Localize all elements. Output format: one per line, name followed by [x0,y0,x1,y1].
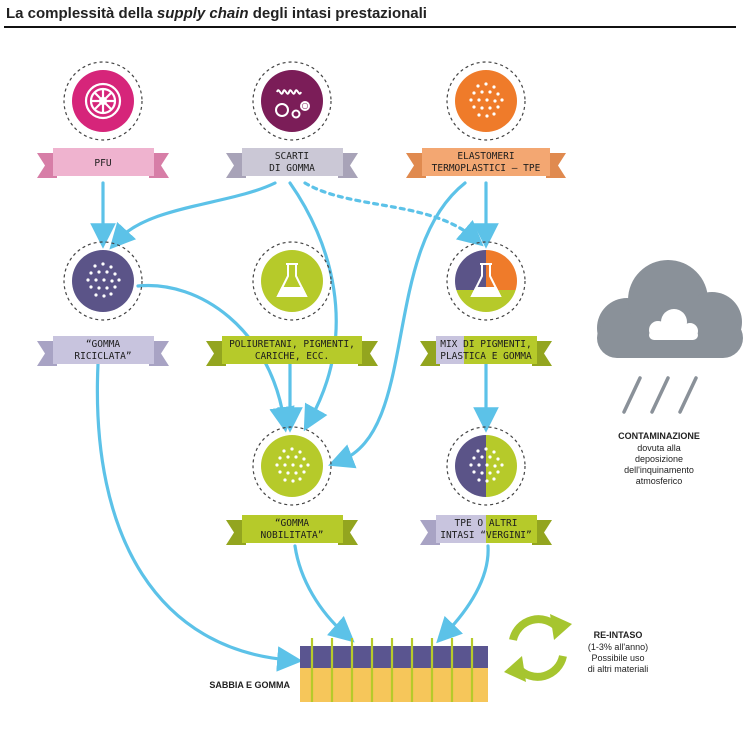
node-scarti: SCARTI DI GOMMA [226,61,358,178]
arrow-riciclata-to-turf [95,362,303,672]
pfu-label: PFU [94,158,111,169]
reintaso-line-3: di altri materiali [588,664,649,674]
dashed-ring [63,61,143,141]
turf-block: SABBIA E GOMMA [209,638,488,702]
vergini-label-1: TPE O ALTRI [455,518,518,529]
title-text-1: La complessità della [6,5,157,22]
title-underline [4,26,736,28]
dashed-ring [446,426,526,506]
cloud-icon [597,260,743,358]
granules-icon [86,262,121,298]
scarti-banner: SCARTI DI GOMMA [226,148,358,178]
dashed-ring [63,241,143,321]
dashed-ring [252,241,332,321]
flow-arrows [90,181,499,672]
scarti-label-1: SCARTI [275,151,309,162]
nobilitata-banner: “GOMMA NOBILITATA” [226,515,358,545]
turf-blades [310,638,474,702]
flask-icon [276,263,308,297]
tpe-label-1: ELASTOMERI [457,151,514,162]
reintaso-group: RE-INTASO (1-3% all'anno) Possibile uso … [504,614,648,682]
scarti-label-2: DI GOMMA [269,163,315,174]
mix-label-2: PLASTICA E GOMMA [440,351,532,362]
recycle-arrowheads [504,614,572,682]
arrow-tpe-to-nobilitata [328,181,467,469]
small-cloud-icon [649,309,698,340]
contamination-line-3: dell'inquinamento [624,465,694,475]
reintaso-line-2: Possibile uso [591,653,644,663]
contamination-line-4: atmosferico [636,476,683,486]
dashed-ring [252,426,332,506]
node-poliuretani: POLIURETANI, PIGMENTI, CARICHE, ECC. [206,241,378,366]
page-title: La complessità della supply chain degli … [6,5,427,22]
node-nobilitata: “GOMMA NOBILITATA” [226,426,358,545]
dashed-ring [252,61,332,141]
vergini-banner: TPE O ALTRI INTASI “VERGINI” [420,515,552,545]
arrow-riciclata-to-nobilitata [136,283,295,433]
mix-banner: MIX DI PIGMENTI, PLASTICA E GOMMA [420,336,552,366]
poliuretani-label-1: POLIURETANI, PIGMENTI, [229,339,355,350]
riciclata-label-2: RICICLATA” [74,351,131,362]
mix-circle [455,250,517,312]
arrow-nobilitata-to-turf [293,544,355,643]
granules-icon [275,447,310,483]
turf-label: SABBIA E GOMMA [209,680,290,690]
riciclata-label-1: “GOMMA [86,339,121,350]
poliuretani-circle [261,250,323,312]
node-vergini: TPE O ALTRI INTASI “VERGINI” [420,426,552,545]
rubber-scraps-icon [275,89,310,119]
contamination-line-2: deposizione [635,454,683,464]
node-mix: MIX DI PIGMENTI, PLASTICA E GOMMA [420,241,552,366]
poliuretani-label-2: CARICHE, ECC. [255,351,329,362]
reintaso-line-1: (1-3% all'anno) [588,642,648,652]
nobilitata-label-2: NOBILITATA” [261,530,324,541]
scarti-circle [261,70,323,132]
mix-label-1: MIX DI PIGMENTI, [440,339,532,350]
arrow-scarti-to-nobilitata [288,181,338,432]
node-pfu: PFU [37,61,169,178]
granules-icon [469,447,504,483]
tpe-label-2: TERMOPLASTICI – TPE [432,163,541,174]
riciclata-banner: “GOMMA RICICLATA” [37,336,169,366]
contamination-title: CONTAMINAZIONE [618,431,700,441]
title-text-italic: supply chain [156,5,249,22]
vergini-label-2: INTASI “VERGINI” [440,530,532,541]
flask-icon [470,263,502,297]
granules-icon [469,82,504,118]
tire-icon [84,82,122,120]
dashed-ring [446,61,526,141]
node-tpe: ELASTOMERI TERMOPLASTICI – TPE [406,61,566,178]
contamination-line-1: dovuta alla [637,443,681,453]
dashed-ring [446,241,526,321]
pfu-banner: PFU [37,148,169,178]
poliuretani-banner: POLIURETANI, PIGMENTI, CARICHE, ECC. [206,336,378,366]
nobilitata-label-1: “GOMMA [275,518,310,529]
arrow-scarti-to-riciclata [109,181,277,250]
turf-bottom-layer [300,668,488,702]
contamination-group: CONTAMINAZIONE dovuta alla deposizione d… [597,260,743,486]
title-text-2: degli intasi prestazionali [248,5,427,22]
arrow-vergini-to-turf [436,544,490,644]
rain-icon [622,376,698,414]
arrow-scarti-to-mix-dotted [303,181,484,247]
node-riciclata: “GOMMA RICICLATA” [37,241,169,366]
turf-top-layer [300,646,488,668]
reintaso-title: RE-INTASO [594,630,643,640]
tpe-banner: ELASTOMERI TERMOPLASTICI – TPE [406,148,566,178]
